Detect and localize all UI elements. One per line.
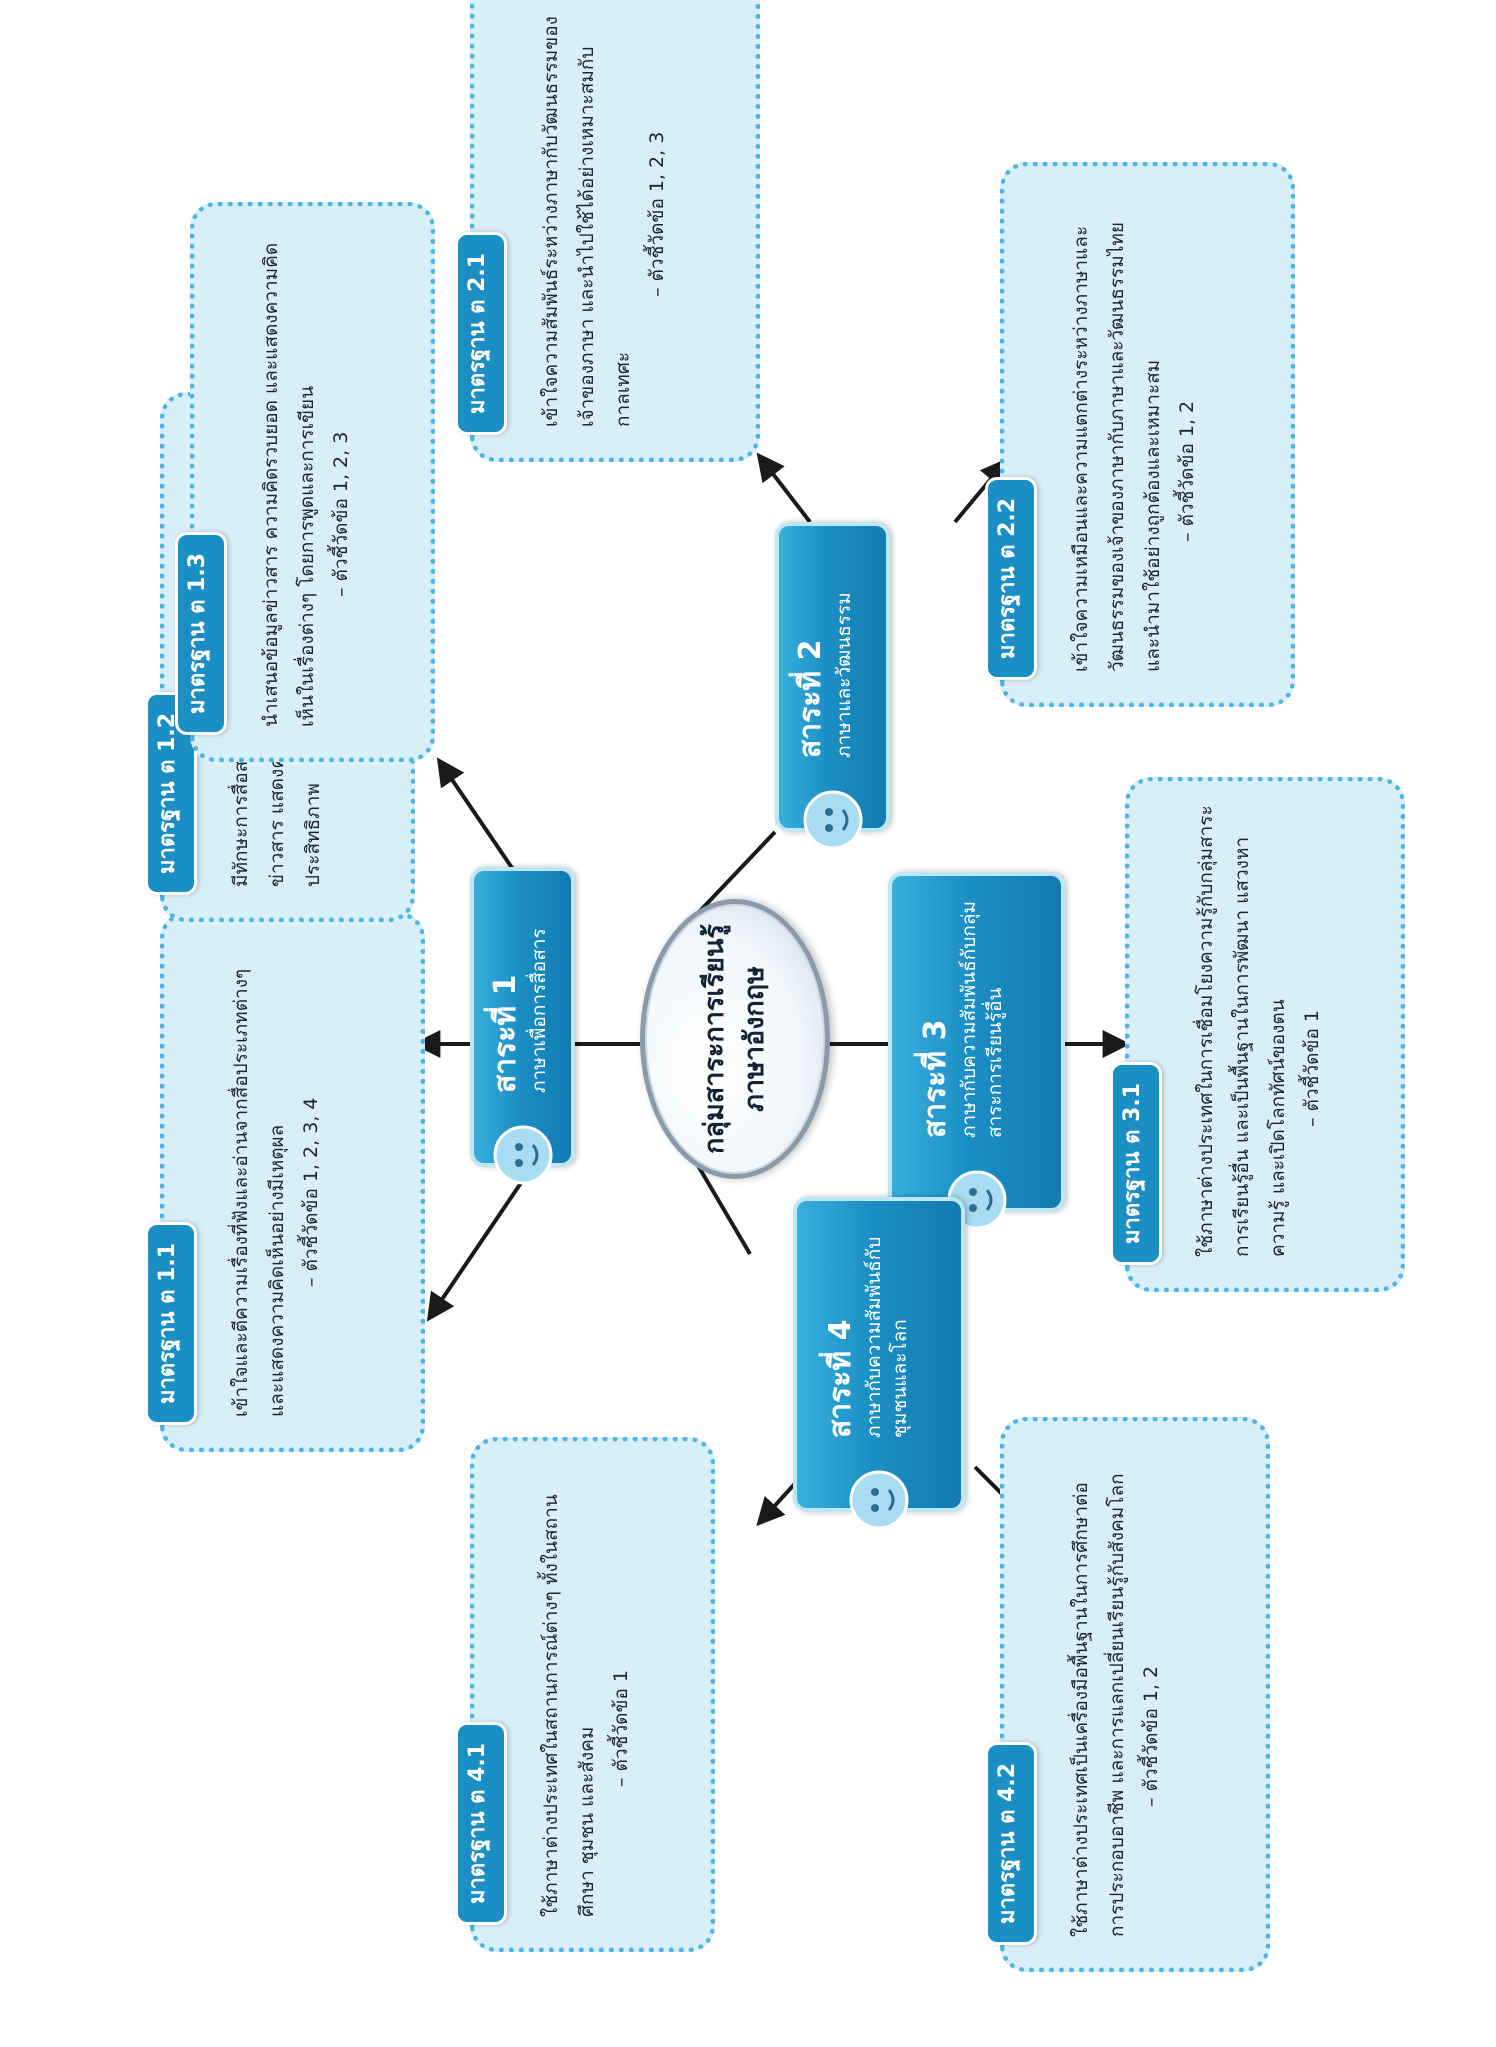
standard-description: ใช้ภาษาต่างประเทศในสถานการณ์ต่างๆ ทั้งใน… bbox=[540, 1494, 598, 1917]
standard-tag: มาตรฐาน ต 1.3 bbox=[175, 531, 227, 735]
strand-3-title: สาระที่ 3 bbox=[918, 1019, 953, 1138]
arrow-strand2-std2.2 bbox=[953, 457, 1009, 524]
strand-3: สาระที่ 3 ภาษากับความสัมพันธ์กับกลุ่มสาร… bbox=[888, 872, 1065, 1230]
arrow-strand1-std1.1 bbox=[426, 1175, 527, 1322]
strand-1-subtitle: ภาษาเพื่อการสื่อสาร bbox=[528, 928, 550, 1093]
standard-card-2.2: มาตรฐาน ต 2.2 เข้าใจความเหมือนและความแตก… bbox=[985, 162, 1295, 707]
standard-card-4.1: มาตรฐาน ต 4.1 ใช้ภาษาต่างประเทศในสถานการ… bbox=[455, 1437, 715, 1952]
center-title-line1: กลุ่มสาระการเรียนรู้ bbox=[699, 924, 730, 1154]
standard-tag: มาตรฐาน ต 3.1 bbox=[1110, 1061, 1162, 1265]
standard-card-1.1: มาตรฐาน ต 1.1 เข้าใจและตีความเรื่องที่ฟั… bbox=[145, 912, 425, 1452]
standard-indicators: – ตัวชี้วัดข้อ 1, 2, 3 bbox=[330, 431, 352, 597]
standard-indicators: – ตัวชี้วัดข้อ 1, 2 bbox=[1176, 400, 1198, 542]
strand-2: สาระที่ 2 ภาษาและวัฒนธรรม bbox=[775, 522, 890, 850]
strand-4-subtitle: ภาษากับความสัมพันธ์กับชุมชนและโลก bbox=[863, 1236, 911, 1438]
strand-1: สาระที่ 1 ภาษาเพื่อการสื่อสาร bbox=[470, 867, 575, 1185]
strand-3-subtitle: ภาษากับความสัมพันธ์กับกลุ่มสาระการเรียนร… bbox=[958, 901, 1006, 1138]
mascot-icon bbox=[493, 1125, 552, 1185]
standard-card-3.1: มาตรฐาน ต 3.1 ใช้ภาษาต่างประเทศในการเชื่… bbox=[1110, 777, 1405, 1292]
strand-4: สาระที่ 4 ภาษากับความสัมพันธ์กับชุมชนและ… bbox=[793, 1197, 965, 1530]
standard-tag: มาตรฐาน ต 2.2 bbox=[985, 476, 1037, 680]
center-title-line2: ภาษาอังกฤษ bbox=[739, 966, 770, 1112]
standard-tag: มาตรฐาน ต 4.2 bbox=[985, 1741, 1037, 1945]
standard-indicators: – ตัวชี้วัดข้อ 1 bbox=[610, 1670, 632, 1787]
mascot-icon bbox=[803, 790, 862, 850]
arrow-strand1-std1.3 bbox=[436, 757, 527, 889]
standard-indicators: – ตัวชี้วัดข้อ 1, 2, 3, 4 bbox=[300, 1097, 322, 1287]
arrow-strand2-std2.1 bbox=[756, 452, 812, 524]
standard-description: นำเสนอข้อมูลข่าวสาร ความคิดรวบยอด และแสด… bbox=[260, 242, 318, 727]
standard-card-2.1: มาตรฐาน ต 2.1 เข้าใจความสัมพันธ์ระหว่างภ… bbox=[455, 0, 760, 462]
standard-description: เข้าใจความสัมพันธ์ระหว่างภาษากับวัฒนธรรม… bbox=[540, 16, 634, 427]
standard-indicators: – ตัวชี้วัดข้อ 1, 2, 3 bbox=[646, 131, 668, 297]
standard-description: เข้าใจความเหมือนและความแตกต่างระหว่างภาษ… bbox=[1070, 222, 1164, 672]
strand-2-title: สาระที่ 2 bbox=[793, 639, 828, 758]
center-node: กลุ่มสาระการเรียนรู้ ภาษาอังกฤษ bbox=[640, 899, 830, 1179]
standard-description: ใช้ภาษาต่างประเทศเป็นเครื่องมือพื้นฐานใน… bbox=[1070, 1473, 1128, 1937]
standard-card-1.3: มาตรฐาน ต 1.3 นำเสนอข้อมูลข่าวสาร ความคิ… bbox=[175, 202, 435, 762]
standard-description: เข้าใจและตีความเรื่องที่ฟังและอ่านจากสื่… bbox=[230, 968, 288, 1417]
standard-description: ใช้ภาษาต่างประเทศในการเชื่อมโยงความรู้กั… bbox=[1195, 805, 1289, 1257]
mascot-icon bbox=[849, 1470, 909, 1530]
strand-1-title: สาระที่ 1 bbox=[488, 974, 523, 1093]
standard-tag: มาตรฐาน ต 4.1 bbox=[455, 1721, 507, 1925]
standard-indicators: – ตัวชี้วัดข้อ 1 bbox=[1301, 1010, 1323, 1127]
standard-card-4.2: มาตรฐาน ต 4.2 ใช้ภาษาต่างประเทศเป็นเครื่… bbox=[985, 1417, 1270, 1972]
strand-2-subtitle: ภาษาและวัฒนธรรม bbox=[833, 592, 855, 758]
standard-tag: มาตรฐาน ต 2.1 bbox=[455, 231, 507, 435]
standard-tag: มาตรฐาน ต 1.1 bbox=[145, 1221, 197, 1425]
strand-4-title: สาระที่ 4 bbox=[823, 1319, 858, 1438]
standard-indicators: – ตัวชี้วัดข้อ 1, 2 bbox=[1140, 1665, 1162, 1807]
